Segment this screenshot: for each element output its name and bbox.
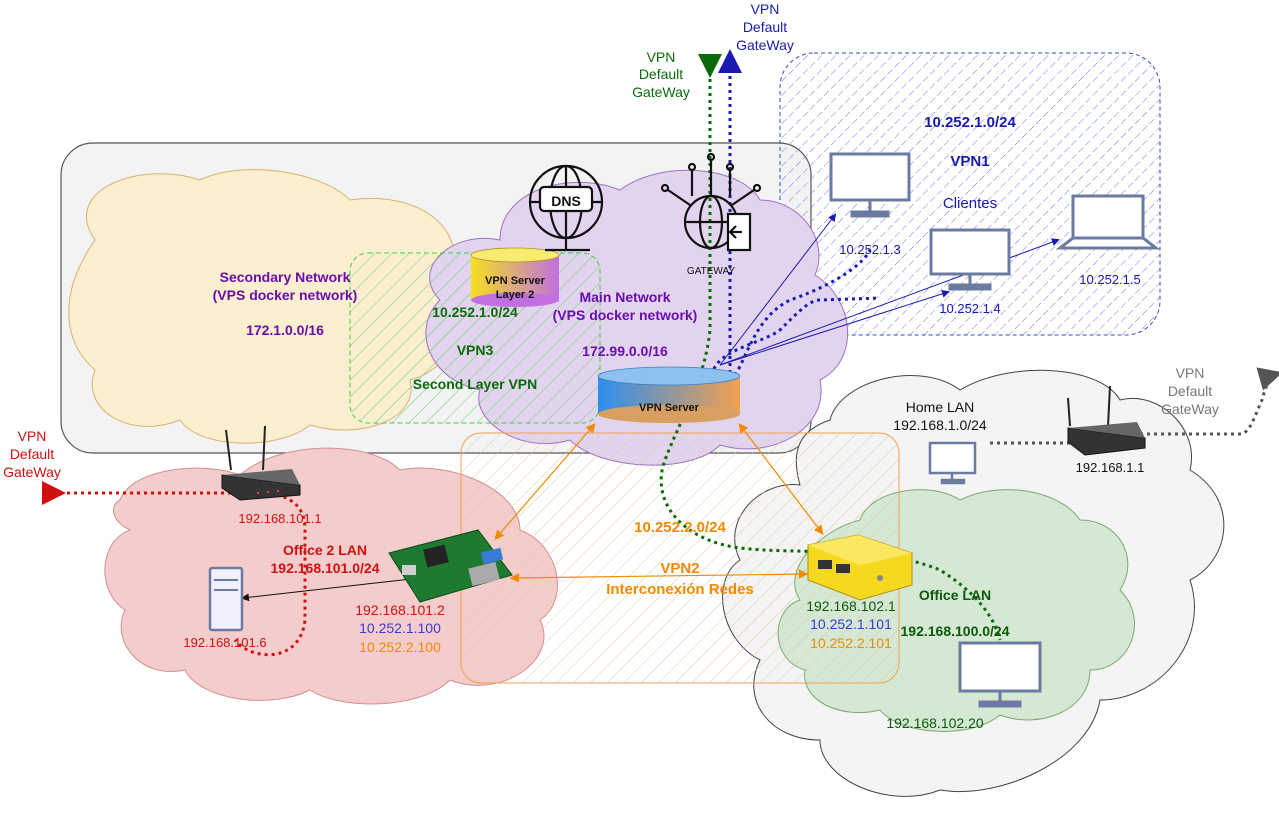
monitor-client-1 [829, 152, 911, 218]
blue-gateway-line2: Default [743, 19, 787, 35]
green-gateway-line2: Default [639, 66, 683, 82]
home-subnet: 192.168.1.0/24 [893, 417, 987, 433]
home-router [1067, 385, 1146, 456]
vpn3-server-label-1: VPN Server [485, 275, 546, 287]
blue-gateway-line3: GateWay [736, 37, 794, 53]
office2-pc-tower [208, 566, 244, 632]
vpn3-server-label-2: Layer 2 [496, 289, 535, 301]
vpn1-subtitle: Clientes [943, 195, 997, 212]
secondary-title-1: Secondary Network [220, 269, 351, 285]
dns-icon [528, 164, 604, 252]
home-default-gateway-path [1140, 367, 1279, 436]
secondary-subnet: 172.1.0.0/16 [246, 322, 324, 338]
office-gl-ip-3: 10.252.2.101 [810, 635, 892, 651]
gateway-icon-label: GATEWAY [687, 266, 735, 277]
office-lan-monitor [958, 641, 1042, 708]
home-lan-monitor [928, 441, 977, 485]
main-server-label: VPN Server [639, 402, 700, 414]
home-router-ip: 192.168.1.1 [1076, 460, 1145, 475]
gateway-icon [660, 152, 762, 252]
red-gateway-line1: VPN [18, 428, 47, 444]
main-title-1: Main Network [579, 289, 670, 305]
vpn2-name: VPN2 [660, 560, 699, 577]
office2-router-ip: 192.168.101.1 [238, 511, 321, 526]
link-pi-gl [509, 569, 809, 583]
vpn3-subnet: 10.252.1.0/24 [432, 304, 518, 320]
main-title-2: (VPS docker network) [553, 307, 698, 323]
vpn2-subnet: 10.252.2.0/24 [634, 519, 726, 536]
link-client-1 [719, 213, 837, 366]
vpn1-subnet: 10.252.1.0/24 [924, 114, 1016, 131]
office2-pi-ip-3: 10.252.2.100 [359, 639, 441, 655]
office-host-ip: 192.168.102.20 [886, 715, 984, 731]
grey-gateway-line3: GateWay [1161, 401, 1219, 417]
office2-router [221, 425, 301, 501]
blue-gateway-line1: VPN [751, 1, 780, 17]
vpn1-region [779, 52, 1161, 336]
green-gateway-line1: VPN [647, 49, 676, 65]
monitor-client-2 [929, 228, 1011, 291]
link-client-2 [719, 290, 950, 366]
green-gateway-line3: GateWay [632, 84, 690, 100]
vpn-server-cylinder [597, 366, 741, 423]
office-gl-ip-1: 192.168.102.1 [806, 598, 896, 614]
office2-pi-ip-1: 192.168.101.2 [355, 602, 445, 618]
vpn-server-layer2-cylinder [470, 247, 560, 307]
red-gateway-line2: Default [10, 446, 54, 462]
grey-gateway-line1: VPN [1176, 365, 1205, 381]
vpn2-desc: Interconexión Redes [606, 581, 754, 598]
link-vpn-server-gl [738, 423, 824, 535]
link-vpn-server-pi [494, 423, 596, 540]
vpn3-name: VPN3 [457, 342, 494, 358]
home-title: Home LAN [906, 399, 974, 415]
link-host-pi [241, 574, 422, 602]
grey-gateway-line2: Default [1168, 383, 1212, 399]
office2-pi-ip-2: 10.252.1.100 [359, 620, 441, 636]
main-subnet: 172.99.0.0/16 [582, 343, 668, 359]
office-title: Office LAN [919, 587, 991, 603]
secondary-title-2: (VPS docker network) [213, 287, 358, 303]
office-gl-ip-2: 10.252.1.101 [810, 616, 892, 632]
vpn1-client-2-ip: 10.252.1.4 [939, 301, 1000, 316]
vpn1-client-1-ip: 10.252.1.3 [839, 242, 900, 257]
raspberry-pi [388, 529, 513, 603]
office2-subnet: 192.168.101.0/24 [271, 560, 380, 576]
office2-host-ip: 192.168.101.6 [183, 635, 266, 650]
laptop-client-3 [1055, 194, 1161, 250]
red-gateway-line3: GateWay [3, 464, 61, 480]
vpn1-client-3-ip: 10.252.1.5 [1079, 272, 1140, 287]
gl-router [807, 534, 913, 601]
office-subnet: 192.168.100.0/24 [901, 623, 1010, 639]
dns-icon-label: DNS [551, 193, 581, 209]
office2-title: Office 2 LAN [283, 542, 367, 558]
vpn3-desc: Second Layer VPN [413, 376, 538, 392]
vpn1-name: VPN1 [950, 153, 989, 170]
